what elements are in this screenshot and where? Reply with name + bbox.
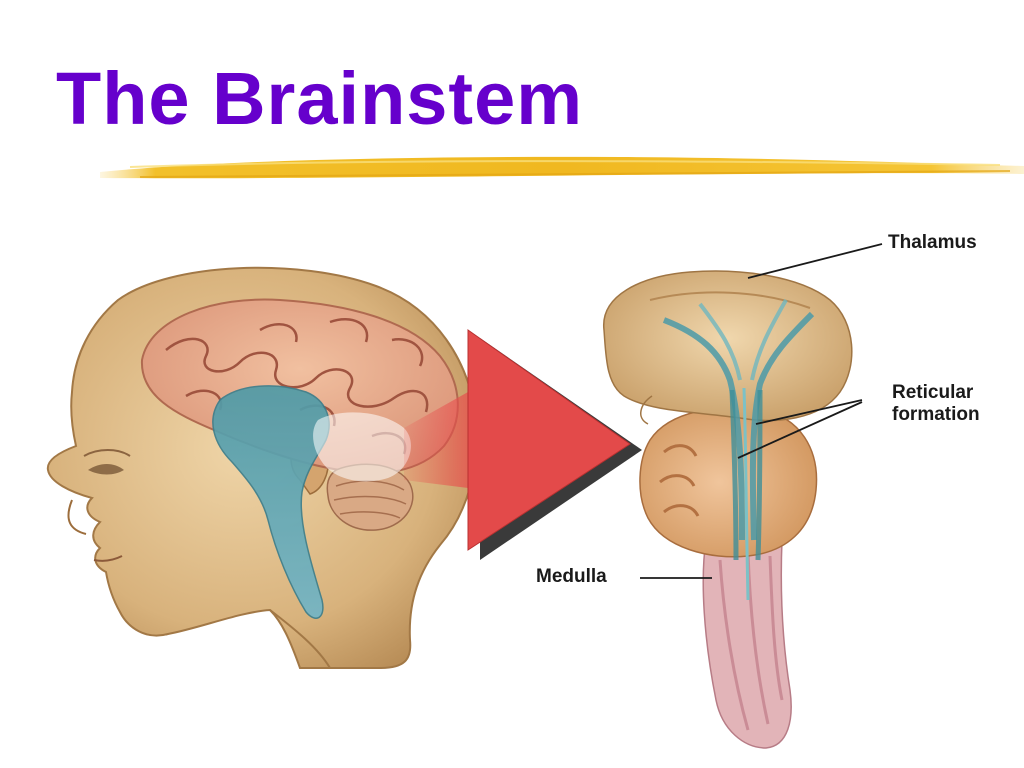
label-thalamus: Thalamus [888,232,977,253]
label-leader-lines [640,243,883,579]
brainstem-illustration [46,243,883,749]
zoom-arrow [404,329,642,560]
cerebellum [326,463,414,531]
title-underline-brushstroke [100,156,1024,179]
brainstem-in-head [212,385,330,619]
label-reticular-line2: formation [892,404,980,425]
label-medulla: Medulla [536,566,607,587]
slide-title: The Brainstem [56,57,584,140]
label-reticular-line1: Reticular [892,382,974,403]
isolated-brainstem [603,270,853,749]
label-reticular-formation: Reticular formation [892,382,980,426]
